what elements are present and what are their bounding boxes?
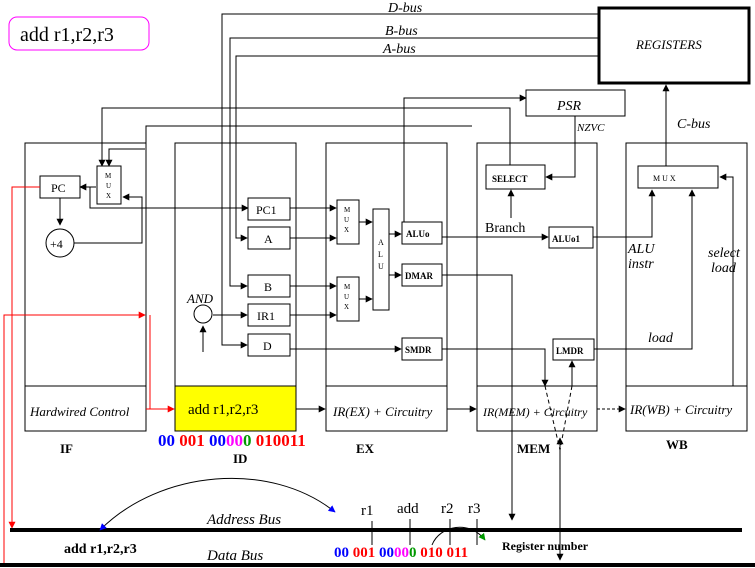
hardwired-control-label: Hardwired Control xyxy=(29,404,130,419)
encoding-segment: 010011 xyxy=(256,431,306,450)
encoding-segment: 001 xyxy=(353,545,379,561)
svg-text:L: L xyxy=(378,250,383,259)
select-label: SELECT xyxy=(492,174,528,184)
d-register xyxy=(247,333,291,357)
memory-buses: Address Bus Data Bus add r1,r2,r3 xyxy=(0,477,755,567)
select-load-label-2: load xyxy=(711,261,737,276)
field-r2: r2 xyxy=(441,501,454,517)
svg-text:U: U xyxy=(344,216,349,224)
red-control-wires xyxy=(3,186,151,563)
pc-label: PC xyxy=(51,181,66,195)
encoding-segment: 0 xyxy=(243,431,256,450)
svg-text:U: U xyxy=(344,293,349,301)
id-encoding: 00 001 00000 010011 xyxy=(158,431,306,450)
blue-fetch-arc xyxy=(99,477,336,531)
ex-internals: M U X M U X A L U ALUo DMAR SMDR xyxy=(290,199,443,361)
mem-circuitry-label: IR(MEM) + Circuitry xyxy=(482,405,588,419)
wb-mux xyxy=(637,165,719,189)
encoding-segment: 0 xyxy=(409,545,420,561)
wb-stage-label: WB xyxy=(666,437,688,452)
encoding-segment: 00 xyxy=(334,545,353,561)
dmar-label: DMAR xyxy=(405,271,433,281)
mem-internals: SELECT Branch ALUo1 LMDR xyxy=(442,116,595,561)
ex-stage-label: EX xyxy=(356,441,375,456)
if-stage-label: IF xyxy=(60,441,73,456)
aluo-register xyxy=(401,221,443,245)
and-label: AND xyxy=(186,291,214,306)
id-stage-label: ID xyxy=(233,451,247,466)
svg-text:X: X xyxy=(344,226,349,234)
d-bus-label: D-bus xyxy=(387,1,423,16)
b-bus-label: B-bus xyxy=(385,24,418,39)
wb-internals: M U X C-bus ALU instr select load load xyxy=(593,84,741,386)
psr-block: PSR NZVC xyxy=(525,89,626,134)
svg-text:A: A xyxy=(378,238,384,247)
encoding-segment: 011 xyxy=(447,545,469,561)
if-mux xyxy=(96,165,122,205)
alu xyxy=(372,208,390,311)
bottom-encoding: 00 001 00000 010 011 xyxy=(334,545,468,561)
data-bus-label: Data Bus xyxy=(206,548,263,564)
field-r1: r1 xyxy=(361,503,374,519)
green-register-arc xyxy=(431,526,486,546)
branch-label: Branch xyxy=(485,221,525,236)
a-bus-label: A-bus xyxy=(382,42,416,57)
alu-instr-label-2: instr xyxy=(628,257,654,272)
registers-block: REGISTERS xyxy=(597,6,751,85)
ir1-label: IR1 xyxy=(257,309,275,323)
field-r3: r3 xyxy=(468,501,481,517)
svg-text:M: M xyxy=(344,206,351,214)
encoding-segment: 010 xyxy=(420,545,446,561)
nzvc-label: NZVC xyxy=(576,122,605,134)
select-load-label-1: select xyxy=(708,246,741,261)
psr-feedback-wire xyxy=(98,107,511,167)
instruction-tag: add r1,r2,r3 xyxy=(8,16,150,51)
aluo1-label: ALUo1 xyxy=(552,234,581,244)
c-bus-label: C-bus xyxy=(677,117,711,132)
svg-text:M: M xyxy=(344,283,351,291)
smdr-label: SMDR xyxy=(405,345,432,355)
psr-label: PSR xyxy=(556,99,582,114)
encoding-segment: 00 xyxy=(394,545,409,561)
instruction-tag-text: add r1,r2,r3 xyxy=(20,24,114,46)
encoding-segment: 00 xyxy=(379,545,394,561)
select-block xyxy=(485,164,546,190)
load-label: load xyxy=(648,331,674,346)
aluo-label: ALUo xyxy=(406,229,430,239)
ex-circuitry-label: IR(EX) + Circuitry xyxy=(332,404,432,419)
svg-text:M: M xyxy=(105,172,112,180)
bus-instruction-label: add r1,r2,r3 xyxy=(64,542,137,557)
pc1-register xyxy=(247,197,291,221)
if-internals: PC M U X +4 xyxy=(39,148,249,258)
address-bus-label: Address Bus xyxy=(206,512,281,528)
svg-text:X: X xyxy=(344,303,349,311)
registers-label: REGISTERS xyxy=(635,37,702,52)
plus4-label: +4 xyxy=(50,237,63,251)
d-label: D xyxy=(263,339,272,353)
svg-text:X: X xyxy=(106,192,111,200)
id-current-instruction: add r1,r2,r3 xyxy=(188,402,258,418)
svg-text:U: U xyxy=(378,262,384,271)
encoding-segment: 00 xyxy=(209,431,226,450)
wb-mux-label: M U X xyxy=(653,174,676,183)
stage-mem: IR(MEM) + Circuitry MEM xyxy=(476,142,598,456)
stage-wb: IR(WB) + Circuitry WB xyxy=(625,142,748,452)
register-number-label: Register number xyxy=(502,539,589,553)
mem-stage-label: MEM xyxy=(517,441,550,456)
encoding-segment: 00 xyxy=(158,431,179,450)
encoding-segment: 001 xyxy=(179,431,209,450)
alu-psr-wire xyxy=(403,94,527,227)
encoding-segment: 00 xyxy=(226,431,243,450)
pc1-label: PC1 xyxy=(256,203,277,217)
if-branch-wire xyxy=(145,125,472,180)
alu-instr-label-1: ALU xyxy=(627,242,655,257)
and-gate xyxy=(193,304,213,324)
b-label: B xyxy=(264,280,272,294)
a-label: A xyxy=(264,232,273,246)
field-add: add xyxy=(397,501,419,517)
lmdr-label: LMDR xyxy=(556,346,584,356)
wb-circuitry-label: IR(WB) + Circuitry xyxy=(629,402,732,417)
svg-text:U: U xyxy=(106,182,111,190)
